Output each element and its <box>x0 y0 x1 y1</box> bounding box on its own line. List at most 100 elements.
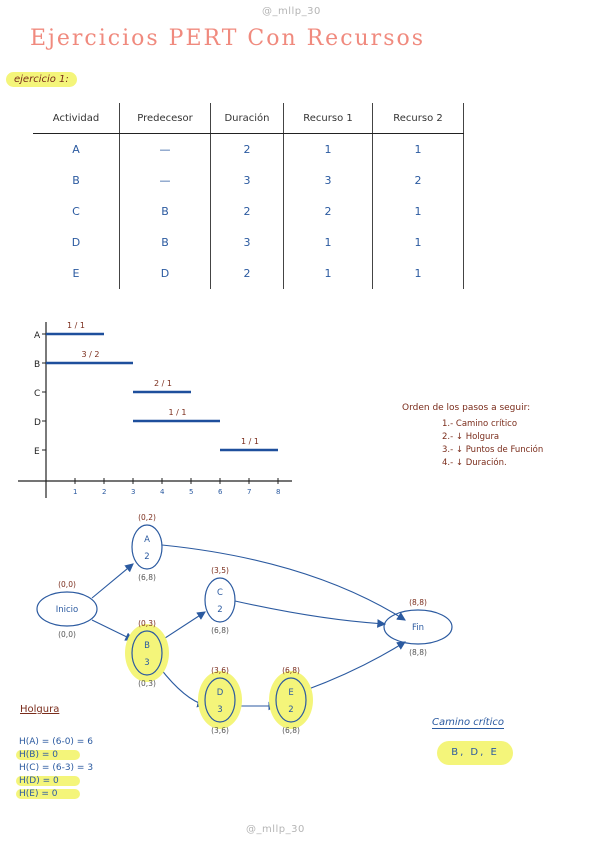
table-cell: — <box>119 165 211 196</box>
gantt-x-tick-label: 8 <box>276 488 280 496</box>
node-D <box>204 677 236 723</box>
table-cell: D <box>33 227 120 258</box>
node-early-times: (6,8) <box>282 666 300 675</box>
page-title: Ejercicios PERT Con Recursos <box>30 26 426 51</box>
gantt-x-tick-label: 4 <box>160 488 165 496</box>
node-late-times: (6,8) <box>138 573 156 582</box>
node-C <box>204 577 236 623</box>
table-header-row: Actividad Predecesor Duración Recurso 1 … <box>33 103 464 134</box>
gantt-x-tick-label: 6 <box>218 488 223 496</box>
node-name: A <box>144 535 150 545</box>
table-cell: — <box>119 133 211 165</box>
column-header: Actividad <box>33 103 120 134</box>
critical-path-value: B, D, E <box>437 741 513 765</box>
holgura-item: H(D) = 0 <box>16 776 80 786</box>
table-cell: 2 <box>210 258 284 289</box>
node-duration: 3 <box>217 705 222 715</box>
node-name: D <box>217 688 224 698</box>
table-cell: 3 <box>283 165 373 196</box>
gantt-row-label: B <box>34 360 40 370</box>
gantt-bar-label: 1 / 1 <box>241 437 259 446</box>
table-cell: 3 <box>210 165 284 196</box>
critical-path-label: Camino crítico <box>432 717 504 729</box>
node-early-times: (0,3) <box>138 619 156 628</box>
node-duration: 2 <box>288 705 293 715</box>
table-cell: 1 <box>372 227 464 258</box>
table-cell: 1 <box>283 258 373 289</box>
table-cell: B <box>33 165 120 196</box>
node-fin <box>383 609 453 645</box>
node-early-times: (3,6) <box>211 666 229 675</box>
edge-arrow <box>305 641 406 691</box>
gantt-row-label: A <box>34 331 41 341</box>
gantt-x-tick-label: 7 <box>247 488 251 496</box>
exercise-label: ejercicio 1: <box>6 72 77 87</box>
holgura-item: H(A) = (6-0) = 6 <box>19 737 93 747</box>
steps-heading: Orden de los pasos a seguir: <box>402 403 531 413</box>
column-header: Recurso 2 <box>372 103 464 134</box>
table-cell: 1 <box>372 133 464 165</box>
node-duration: 3 <box>144 658 149 668</box>
gantt-x-tick-label: 5 <box>189 488 193 496</box>
edge-arrow <box>91 563 134 599</box>
edge-arrow <box>234 600 387 628</box>
node-late-times: (0,3) <box>138 679 156 688</box>
gantt-x-tick-label: 3 <box>131 488 135 496</box>
edge-arrow <box>161 611 206 641</box>
gantt-bar-label: 2 / 1 <box>154 379 172 388</box>
column-header: Predecesor <box>119 103 211 134</box>
gantt-bar-label: 3 / 2 <box>82 350 100 359</box>
table-cell: D <box>119 258 211 289</box>
node-name: C <box>217 588 223 598</box>
node-inicio <box>36 591 98 627</box>
table-cell: 2 <box>283 196 373 227</box>
column-header: Duración <box>210 103 284 134</box>
holgura-heading: Holgura <box>20 704 60 715</box>
watermark-top: @_mllp_30 <box>262 6 321 17</box>
gantt-row-label: C <box>34 389 40 399</box>
holgura-item: H(B) = 0 <box>16 750 80 760</box>
node-late-times: (6,8) <box>282 726 300 735</box>
step-item: 4.- ↓ Duración. <box>442 458 507 468</box>
gantt-bar-label: 1 / 1 <box>169 408 187 417</box>
watermark-bottom: @_mllp_30 <box>246 824 305 835</box>
table-cell: E <box>33 258 120 289</box>
node-name: Fin <box>412 623 424 633</box>
table-cell: 2 <box>372 165 464 196</box>
activities-table: Actividad Predecesor Duración Recurso 1 … <box>33 103 464 289</box>
node-duration: 2 <box>144 552 149 562</box>
table-cell: 3 <box>210 227 284 258</box>
gantt-row-label: E <box>34 447 40 457</box>
node-name: Inicio <box>56 605 79 615</box>
node-duration: 2 <box>217 605 222 615</box>
gantt-bar-label: 1 / 1 <box>67 321 85 330</box>
node-early-times: (0,0) <box>58 580 76 589</box>
gantt-row-label: D <box>34 418 41 428</box>
holgura-item: H(E) = 0 <box>16 789 80 799</box>
step-item: 1.- Camino crítico <box>442 419 518 429</box>
node-name: B <box>144 641 150 651</box>
node-early-times: (3,5) <box>211 566 229 575</box>
network-diagram: Inicio(0,0)(0,0)A2(0,2)(6,8)B3(0,3)(0,3)… <box>36 513 453 735</box>
table-cell: 1 <box>283 133 373 165</box>
node-B <box>131 630 163 676</box>
table-cell: A <box>33 133 120 165</box>
node-late-times: (8,8) <box>409 648 427 657</box>
table-cell: 1 <box>372 258 464 289</box>
table-cell: B <box>119 196 211 227</box>
table-cell: 1 <box>372 196 464 227</box>
step-item: 2.- ↓ Holgura <box>442 432 500 442</box>
node-early-times: (0,2) <box>138 513 156 522</box>
column-header: Recurso 1 <box>283 103 373 134</box>
edge-arrow <box>161 544 406 621</box>
table-cell: C <box>33 196 120 227</box>
node-E <box>275 677 307 723</box>
table-cell: 2 <box>210 196 284 227</box>
